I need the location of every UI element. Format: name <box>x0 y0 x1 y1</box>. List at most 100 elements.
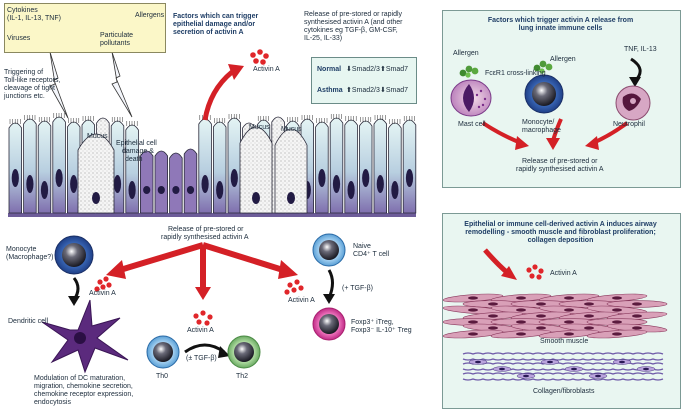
th0-label: Th0 <box>156 373 169 380</box>
epithelial-cell <box>359 120 373 214</box>
dc-modulation-1: Modulation of DC maturation, <box>34 375 126 382</box>
legend-cytokines: Cytokines <box>7 7 38 14</box>
smooth-muscle-nucleus <box>612 332 622 336</box>
epithelial-nucleus <box>128 181 136 199</box>
innate-cells-drawing <box>450 57 651 150</box>
epithelial-cell <box>344 119 358 214</box>
epithelial-nucleus <box>113 175 122 193</box>
panel2-activin: Activin A <box>550 270 577 277</box>
epithelial-cell <box>67 121 81 214</box>
collagen-fiber <box>462 358 664 361</box>
collagen-fiber <box>462 362 664 365</box>
release-text-2: synthesised activin A (and other <box>304 19 403 26</box>
center-release-1: Release of pre-stored or <box>168 226 244 233</box>
fibroblast-nucleus <box>595 374 601 378</box>
triggers-title-line-3: secretion of activin A <box>173 29 244 36</box>
damage-label-2: damage & <box>122 148 154 155</box>
smooth-muscle-nucleus <box>468 332 478 336</box>
collagen-fiber <box>462 352 664 355</box>
smooth-muscle-nucleus <box>564 308 574 312</box>
fibroblast-nucleus <box>643 367 649 371</box>
activin-a-label-treg: Activin A <box>288 297 315 304</box>
legend-viruses: Viruses <box>7 35 31 42</box>
down-arrow-icon: ⬇ <box>346 66 352 73</box>
smooth-muscle-nucleus <box>488 314 498 318</box>
allergen-icon <box>459 65 479 78</box>
asthma-smad23-text: Smad2/3 <box>351 87 380 94</box>
mucus-label-2: Mucus <box>249 124 270 131</box>
basement-membrane <box>8 213 416 217</box>
epithelial-nucleus <box>172 186 180 194</box>
epithelial-nucleus <box>318 169 326 187</box>
smooth-muscle-nucleus <box>488 326 498 330</box>
panel1-title-2: lung innate immune cells <box>518 25 603 32</box>
fibroblast-nucleus <box>523 374 529 378</box>
dendritic-cell-label: Dendritic cell <box>8 318 49 325</box>
asthma-smad7: ⬇Smad7 <box>380 87 408 95</box>
epithelial-nucleus <box>362 169 370 187</box>
damaged-epithelial-cell <box>154 150 168 214</box>
treg-label-2: Foxp3⁻ IL-10⁺ Treg <box>351 327 412 334</box>
smooth-muscle-nucleus <box>564 332 574 336</box>
panel1-release-1: Release of pre-stored or <box>522 158 598 165</box>
panel1-allergen-right: Allergen <box>550 56 576 63</box>
release-text-1: Release of pre-stored or rapidly <box>304 11 403 18</box>
panel1-mast-cell: Mast cell <box>458 121 486 128</box>
collagen-fiber <box>462 372 664 375</box>
asthma-label: Asthma <box>317 87 343 94</box>
mast-release-arrow <box>481 121 522 145</box>
goblet-nucleus <box>92 192 100 204</box>
epithelial-nucleus <box>230 169 238 187</box>
dc-modulation-4: endocytosis <box>34 399 71 406</box>
epithelial-cell <box>388 122 402 214</box>
activin-a-label-th: Activin A <box>187 327 214 334</box>
dc-modulation-2: migration, chemokine secretion, <box>34 383 133 390</box>
epithelial-cell <box>37 120 52 214</box>
fibroblast-nucleus <box>571 367 577 371</box>
naive-t-label-2: CD4⁺ T cell <box>353 251 390 258</box>
smooth-muscle-nucleus <box>632 302 642 306</box>
goblet-nucleus <box>252 192 260 204</box>
smooth-muscle-nucleus <box>584 326 594 330</box>
epithelial-cell <box>315 121 329 214</box>
smooth-muscle-nucleus <box>584 314 594 318</box>
release-text-4: IL-25, IL-33) <box>304 35 343 42</box>
panel2-collagen: Collagen/fibroblasts <box>533 388 595 395</box>
asthma-smad23: ⬆Smad2/3 <box>346 87 380 95</box>
tgf-pm-label: (± TGF-β) <box>186 355 217 362</box>
central-release-arrows <box>106 242 298 300</box>
panel1-release-2: rapidly synthesised activin A <box>516 166 604 173</box>
smooth-muscle <box>443 293 668 339</box>
epithelial-cell <box>52 116 66 214</box>
legend-cytokines-list: (IL-1, IL-13, TNF) <box>7 15 61 22</box>
damaged-epithelial-cell <box>183 148 198 214</box>
activin-dots-th <box>193 310 213 326</box>
naive-t-label-1: Naive <box>353 243 371 250</box>
panel1-title-1: Factors which trigger activin A release … <box>487 17 634 24</box>
fibroblast-nucleus <box>547 360 553 364</box>
activin-a-label-monocyte: Activin A <box>89 290 116 297</box>
up-arrow-icon: ⬆ <box>380 66 386 73</box>
epithelial-cell <box>402 119 417 214</box>
innate-cells-panel <box>442 10 681 188</box>
tlr-text-2: Toll-like receptors, <box>4 77 61 84</box>
epithelial-cell <box>329 117 344 214</box>
monocyte-label-2: (Macrophage?) <box>6 254 54 261</box>
triggers-title-line-2: epithelial damage and/or <box>173 21 256 28</box>
smooth-muscle-nucleus <box>612 296 622 300</box>
epithelial-nucleus <box>55 169 63 187</box>
tgf-plus-label: (+ TGF-β) <box>342 285 373 292</box>
trigger-arrow-right <box>111 51 133 118</box>
epithelial-nucleus <box>26 175 34 193</box>
smad-regulation-box <box>311 57 417 104</box>
panel1-monocyte-1: Monocyte/ <box>522 119 555 126</box>
legend-particulate-2: pollutants <box>100 40 130 47</box>
smooth-muscle-nucleus <box>468 320 478 324</box>
smooth-muscle-nucleus <box>632 314 642 318</box>
smooth-muscle-nucleus <box>564 320 574 324</box>
activin-release-arrow <box>202 70 234 121</box>
epithelial-cell <box>125 124 139 214</box>
activin-dots-treg <box>284 279 304 295</box>
legend-allergens: Allergens <box>135 12 165 19</box>
